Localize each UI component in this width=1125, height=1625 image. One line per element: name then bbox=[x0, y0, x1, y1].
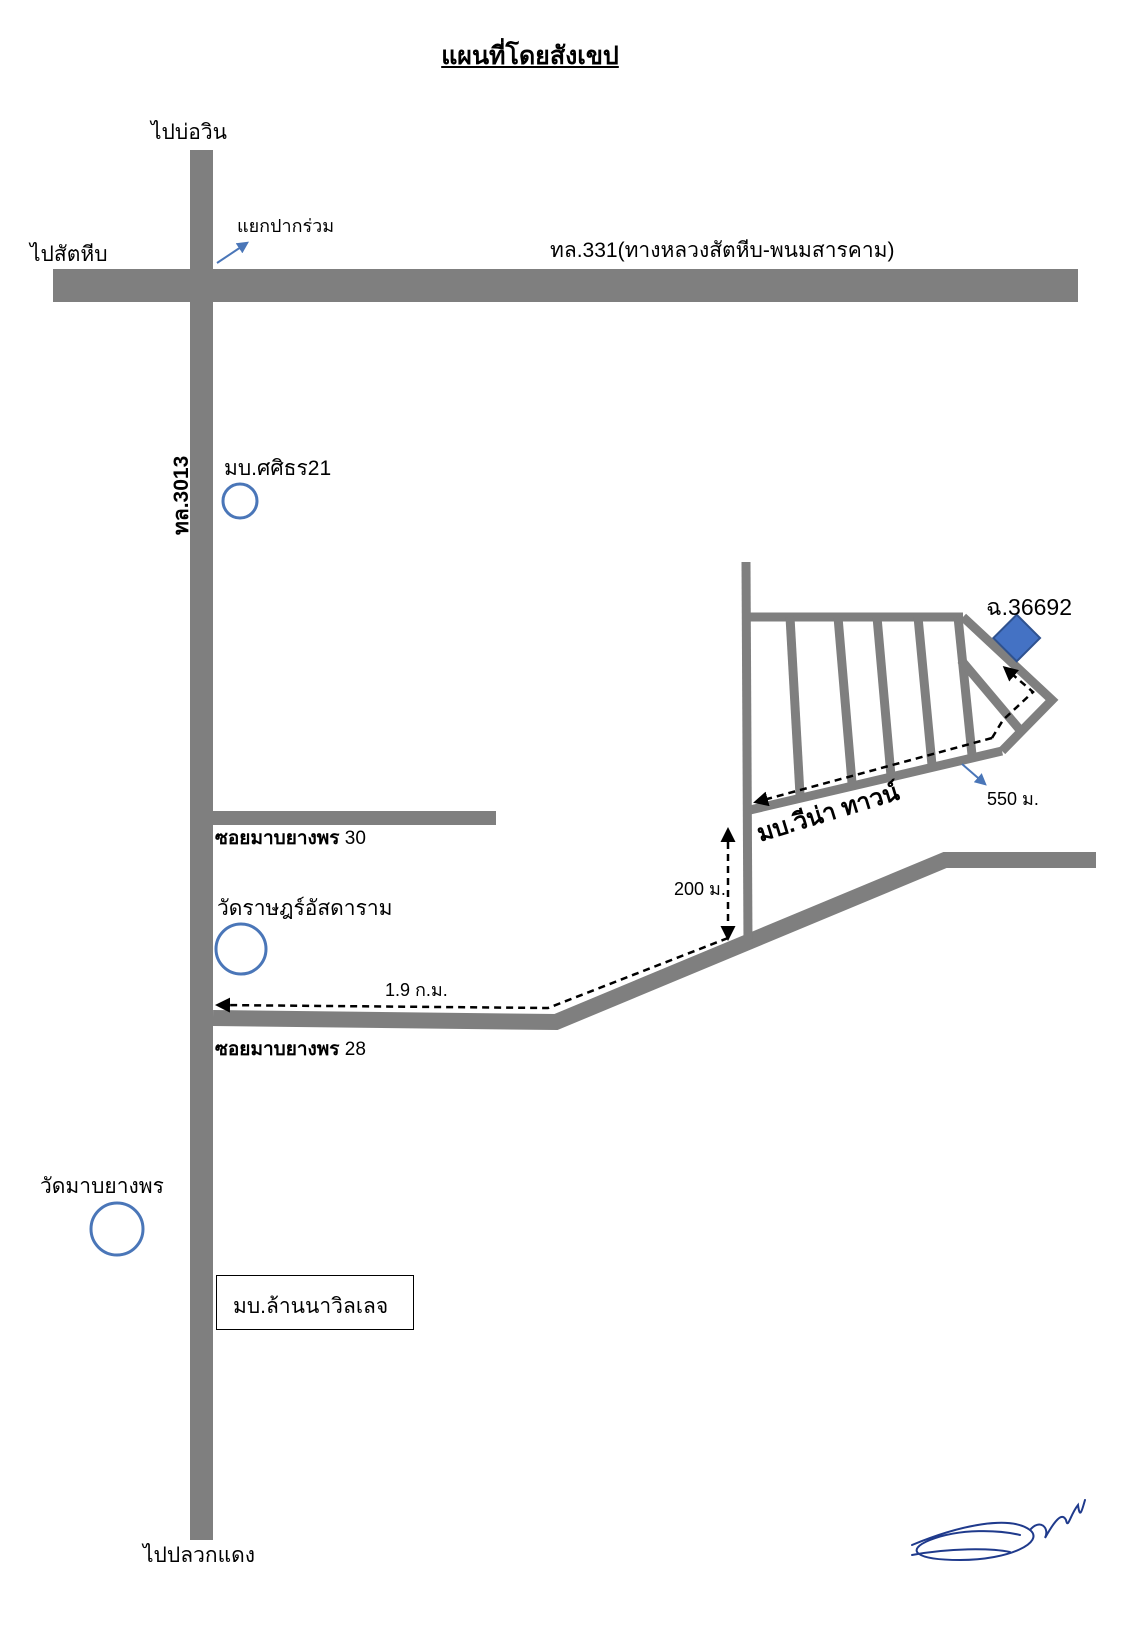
soi-30-label: ซอยมาบยางพร 30 bbox=[215, 829, 366, 848]
village-sasithorn-label: มบ.ศศิธร21 bbox=[224, 457, 332, 480]
landmark-circle-wat-map bbox=[89, 1201, 145, 1257]
soi-28-number: 28 bbox=[339, 1039, 366, 1060]
distance-1-9km-label: 1.9 ก.ม. bbox=[385, 980, 448, 1000]
plot-label: ฉ.36692 bbox=[986, 594, 1073, 620]
village-lane-2 bbox=[833, 616, 857, 784]
highway-331-label: ทล.331(ทางหลวงสัตหีบ-พนมสารคาม) bbox=[550, 239, 895, 262]
direction-south-label: ไปปลวกแดง bbox=[143, 1544, 256, 1567]
village-road-grid bbox=[741, 561, 1059, 946]
road-soi-28 bbox=[212, 852, 1096, 1031]
direction-north-label: ไปบ่อวิน bbox=[151, 121, 227, 144]
handwritten-signature bbox=[911, 1499, 1086, 1562]
distance-200m-label: 200 ม. bbox=[674, 879, 726, 899]
route-village bbox=[753, 736, 993, 807]
village-right-road bbox=[959, 613, 1059, 755]
landmark-circle-village-sasithorn bbox=[221, 482, 259, 520]
soi-28-label: ซอยมาบยางพร 28 bbox=[215, 1040, 366, 1059]
map-title: แผนที่โดยสังเขป bbox=[441, 42, 619, 70]
village-lane-1 bbox=[785, 616, 805, 796]
village-access-road bbox=[741, 561, 753, 946]
soi-30-prefix: ซอยมาบยางพร bbox=[215, 828, 340, 849]
road-soi-30 bbox=[213, 811, 496, 825]
village-lanna-box: มบ.ล้านนาวิลเลจ bbox=[216, 1275, 414, 1330]
direction-west-label: ไปสัตหีบ bbox=[30, 243, 108, 266]
junction-pointer-arrow bbox=[216, 241, 249, 264]
distance-550-pointer-arrow bbox=[961, 763, 987, 786]
wat-map-label: วัดมาบยางพร bbox=[40, 1175, 164, 1198]
soi-30-number: 30 bbox=[339, 828, 366, 849]
route-to-plot bbox=[990, 666, 1035, 739]
village-diagonal-road bbox=[957, 657, 1024, 733]
landmark-circle-wat-rat bbox=[214, 922, 268, 976]
village-lane-4 bbox=[913, 616, 937, 766]
soi-28-prefix: ซอยมาบยางพร bbox=[215, 1039, 340, 1060]
junction-label: แยกปากร่วม bbox=[237, 216, 335, 236]
plot-marker-diamond bbox=[991, 613, 1042, 663]
route-soi-28 bbox=[215, 936, 729, 1013]
village-bottom-road bbox=[748, 746, 1004, 815]
highway-3013-label: ทล.3013 bbox=[170, 455, 193, 535]
wat-rat-label: วัดราษฎร์อัสดาราม bbox=[217, 897, 393, 920]
road-highway-331 bbox=[53, 269, 1078, 302]
village-lane-3 bbox=[872, 616, 896, 777]
distance-550m-label: 550 ม. bbox=[987, 789, 1039, 809]
village-lane-5 bbox=[953, 616, 977, 756]
route-lines bbox=[215, 666, 1035, 1013]
road-highway-3013 bbox=[190, 150, 213, 1540]
